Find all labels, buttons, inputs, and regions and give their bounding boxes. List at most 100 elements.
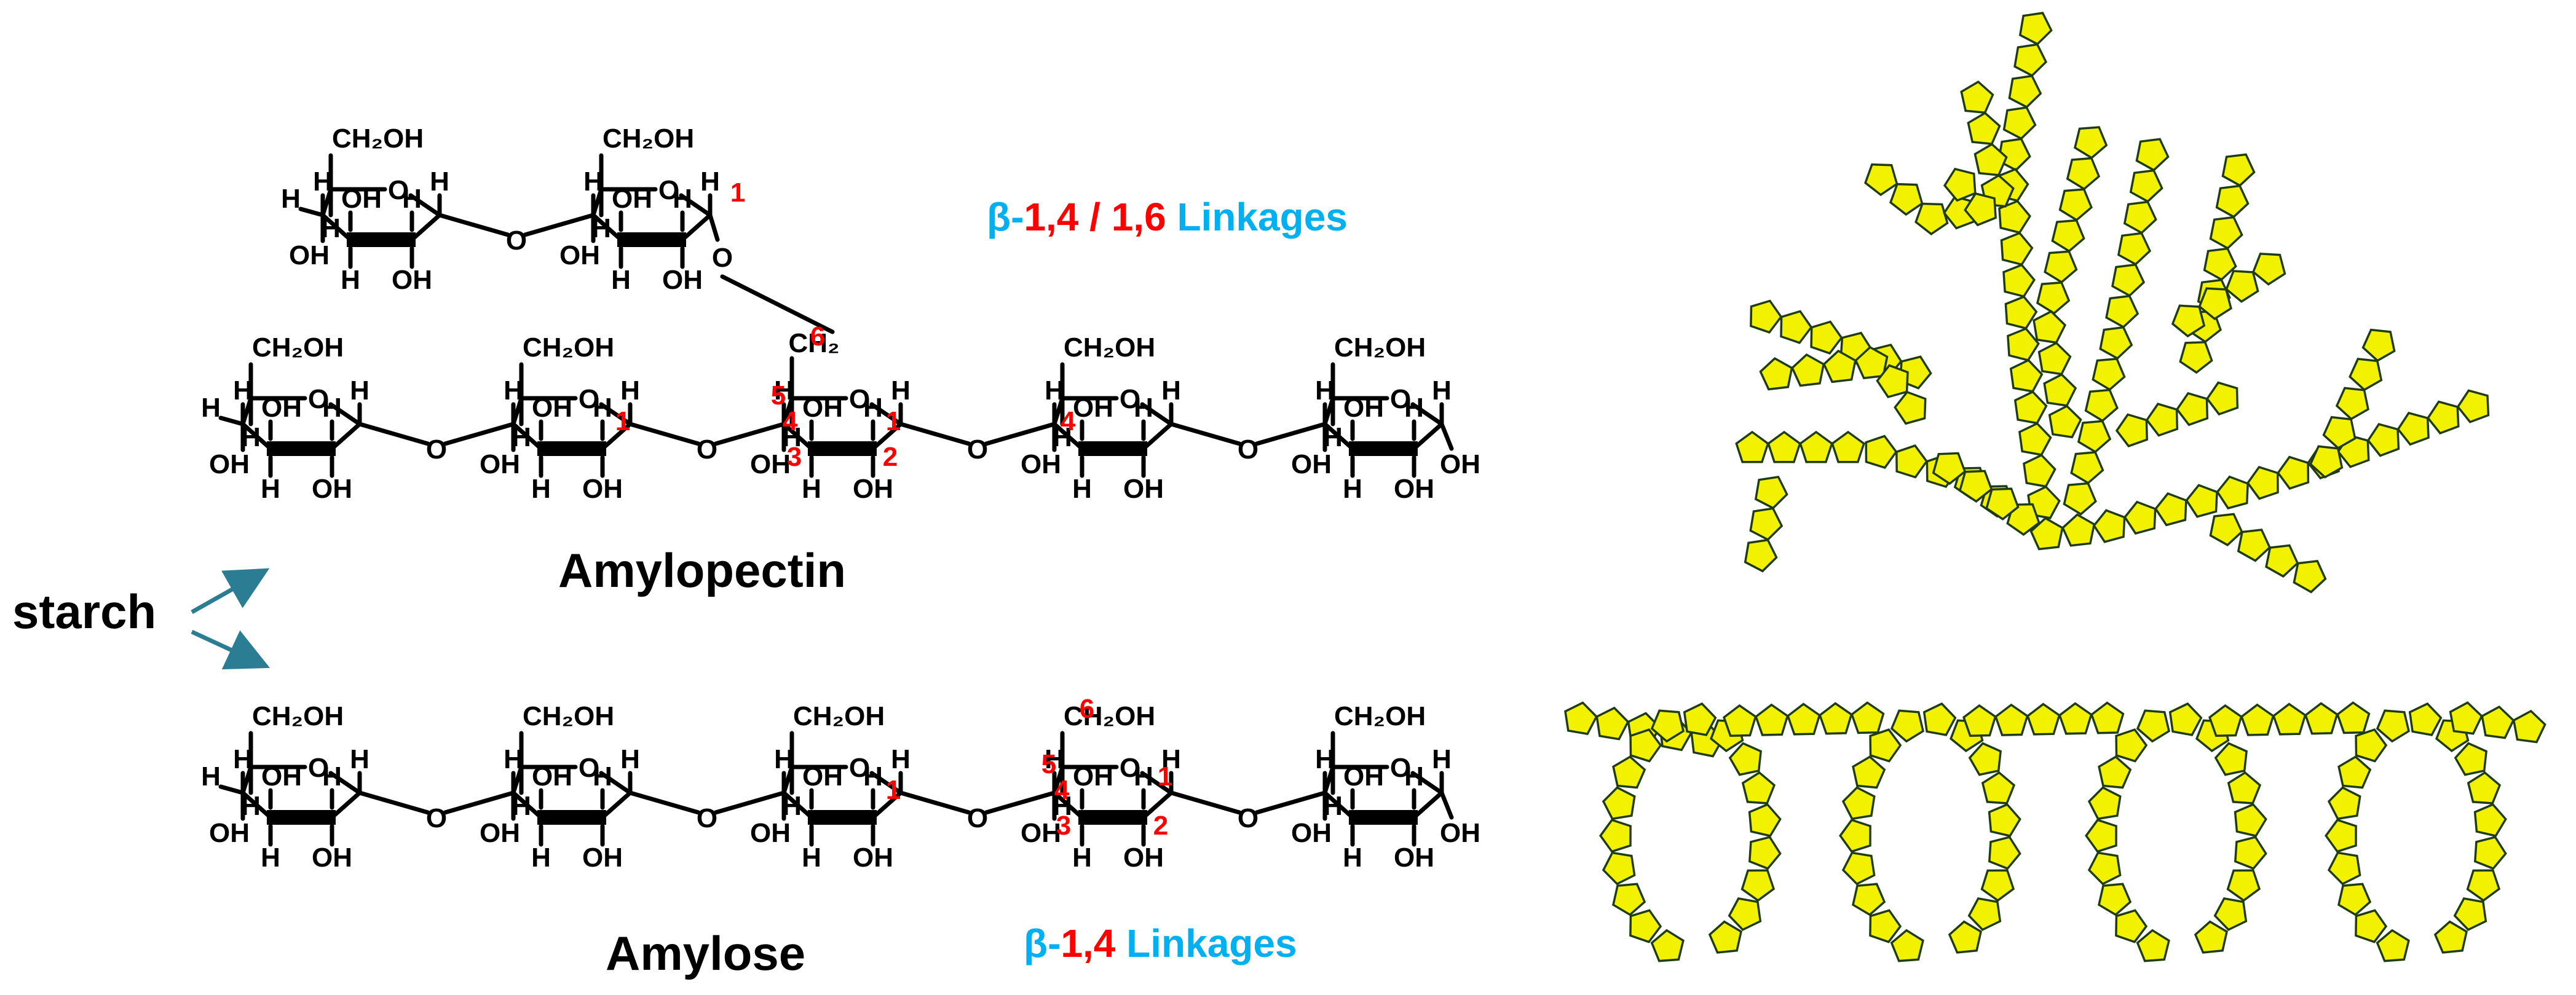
glycosidic-oxygen-label: O: [967, 803, 988, 833]
linkage-beta: β-: [1024, 921, 1061, 966]
pentagon-icon: [2136, 709, 2170, 743]
hydroxyl-label: OH: [1073, 393, 1113, 423]
pentagon-icon: [1841, 786, 1876, 820]
end-bond: [218, 784, 245, 795]
pentagon-icon: [1839, 819, 1871, 853]
ring-bond: [511, 422, 543, 451]
pentagon-icon: [1791, 353, 1825, 387]
pentagon-icon: [2221, 153, 2256, 187]
pentagon-icon: [1980, 869, 2015, 902]
pentagon-icon: [1851, 701, 1885, 734]
pentagon-icon: [1890, 929, 1924, 962]
h-label: H: [583, 167, 603, 197]
ring-bond: [330, 422, 362, 451]
h-label: H: [201, 761, 221, 792]
h-label: H: [1343, 843, 1362, 873]
ring-bond: [600, 422, 633, 451]
pentagon-icon: [2234, 836, 2267, 870]
glycosidic-bond: [1169, 790, 1242, 815]
hydroxyl-label: OH: [1021, 818, 1061, 848]
ring-bond: [1322, 790, 1355, 820]
pentagon-icon: [1683, 702, 1717, 736]
pentagon-icon: [1932, 452, 1967, 486]
hydroxyl-label: OH: [532, 393, 572, 423]
pentagon-icon: [2070, 451, 2104, 485]
pentagon-icon: [2467, 771, 2502, 804]
ch2oh-label: CH₂OH: [252, 332, 344, 363]
glycosidic-bond: [437, 213, 510, 237]
carbon-number-label: 2: [883, 442, 898, 472]
h-label: H: [233, 376, 253, 406]
end-bond: [1439, 422, 1454, 451]
pentagon-icon: [2115, 909, 2148, 943]
linkage-numbers-1-4: 1,4: [1061, 921, 1115, 966]
h-label: H: [1134, 393, 1153, 423]
pentagon-icon: [2327, 851, 2361, 886]
pentagon-icon: [2105, 294, 2139, 329]
pentagon-icon: [1922, 702, 1957, 736]
pentagon-icon: [1759, 357, 1793, 391]
pentagon-icon: [1865, 435, 1898, 470]
pentagon-icon: [2168, 702, 2203, 736]
pentagon-icon: [2037, 341, 2072, 376]
pentagon-icon: [2473, 803, 2507, 838]
ring-bond: [1141, 790, 1174, 820]
ring-oxygen-label: O: [308, 753, 329, 783]
ring-bond: [328, 771, 362, 795]
ring-bond: [591, 213, 623, 242]
hydroxyl-label: OH: [853, 843, 893, 873]
pentagon-icon: [1981, 771, 2016, 804]
pentagon-icon: [2009, 358, 2044, 393]
pentagon-icon: [1967, 897, 2002, 931]
end-bond: [218, 415, 245, 427]
glycosidic-oxygen-label: O: [697, 803, 717, 833]
pentagon-icon: [1988, 803, 2021, 838]
pentagon-icon: [2073, 126, 2108, 160]
ring-bond: [1410, 402, 1444, 427]
pentagon-icon: [2454, 742, 2487, 776]
hydroxyl-label: OH: [1343, 761, 1384, 792]
carbon-number-label: 1: [886, 775, 901, 805]
pentagon-icon: [2277, 455, 2310, 490]
hydroxyl-label: OH: [802, 393, 843, 423]
pentagon-icon: [2004, 295, 2038, 330]
carbon-number-label: 1: [615, 406, 630, 436]
h-label: H: [402, 184, 422, 214]
pentagon-icon: [2215, 184, 2250, 218]
hydroxyl-label: OH: [312, 474, 352, 504]
pentagon-icon: [1943, 167, 1977, 202]
pentagon-icon: [2117, 232, 2152, 266]
pentagon-icon: [1744, 538, 1778, 573]
linkage-slash: /: [1078, 195, 1111, 239]
carbon-number-label: 4: [1054, 775, 1070, 805]
pentagon-icon: [2322, 415, 2357, 450]
pentagon-icon: [2453, 897, 2487, 931]
pentagon-icon: [1998, 200, 2031, 234]
pentagon-icon: [1754, 476, 1788, 509]
pentagon-icon: [2090, 701, 2125, 734]
pentagon-icon: [2466, 869, 2501, 902]
pentagon-icon: [2026, 702, 2061, 736]
pentagon-icon: [2227, 771, 2262, 804]
pentagon-icon: [1841, 851, 1876, 886]
ch2oh-label: CH₂OH: [1334, 701, 1426, 731]
ch2oh-label: CH₂OH: [1064, 701, 1155, 731]
h-label: H: [322, 393, 342, 423]
h-label: H: [430, 167, 449, 197]
pentagon-icon: [2481, 705, 2515, 739]
pentagon-icon: [1723, 704, 1757, 737]
ring-bond: [1140, 771, 1174, 795]
pentagon-icon: [2018, 422, 2052, 456]
pentagon-icon: [1740, 869, 1776, 902]
glycosidic-oxygen-label: O: [426, 803, 447, 833]
h-label: H: [863, 761, 883, 792]
ring-bond: [1140, 402, 1174, 427]
pentagon-icon: [1854, 345, 1889, 380]
pentagon-icon: [2129, 169, 2163, 203]
pentagon-icon: [2216, 475, 2250, 510]
pentagon-icon: [1852, 755, 1886, 789]
h-label: H: [313, 167, 333, 197]
hydroxyl-label: OH: [1123, 843, 1164, 873]
ring-oxygen-label: O: [579, 753, 599, 783]
pentagon-icon: [1914, 202, 1949, 235]
